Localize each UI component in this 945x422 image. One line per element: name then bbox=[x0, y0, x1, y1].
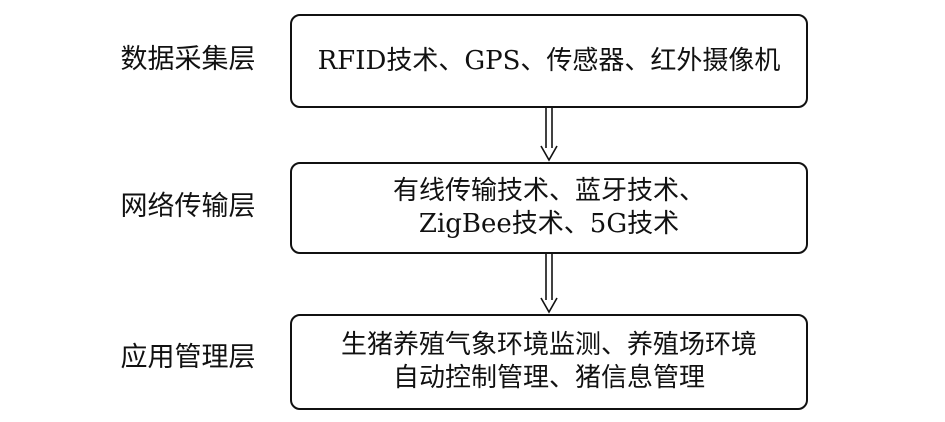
double-arrow-down-icon bbox=[537, 254, 561, 314]
box-text-line: ZigBee技术、5G技术 bbox=[418, 209, 680, 239]
box-text-line: RFID技术、GPS、传感器、红外摄像机 bbox=[317, 45, 781, 76]
layer-label-application-management: 应用管理层 bbox=[120, 342, 256, 373]
layer-box-application-management: 生猪养殖气象环境监测、养殖场环境 自动控制管理、猪信息管理 bbox=[290, 314, 808, 410]
double-arrow-down-icon bbox=[537, 108, 561, 162]
layer-label-network-transmission: 网络传输层 bbox=[120, 191, 256, 222]
box-text-line: 生猪养殖气象环境监测、养殖场环境 bbox=[340, 330, 757, 360]
layer-box-data-collection: RFID技术、GPS、传感器、红外摄像机 bbox=[290, 14, 808, 108]
layer-box-network-transmission: 有线传输技术、蓝牙技术、 ZigBee技术、5G技术 bbox=[290, 162, 808, 254]
box-text-line: 自动控制管理、猪信息管理 bbox=[392, 363, 705, 393]
box-text-line: 有线传输技术、蓝牙技术、 bbox=[392, 176, 705, 206]
layer-label-data-collection: 数据采集层 bbox=[120, 44, 256, 75]
